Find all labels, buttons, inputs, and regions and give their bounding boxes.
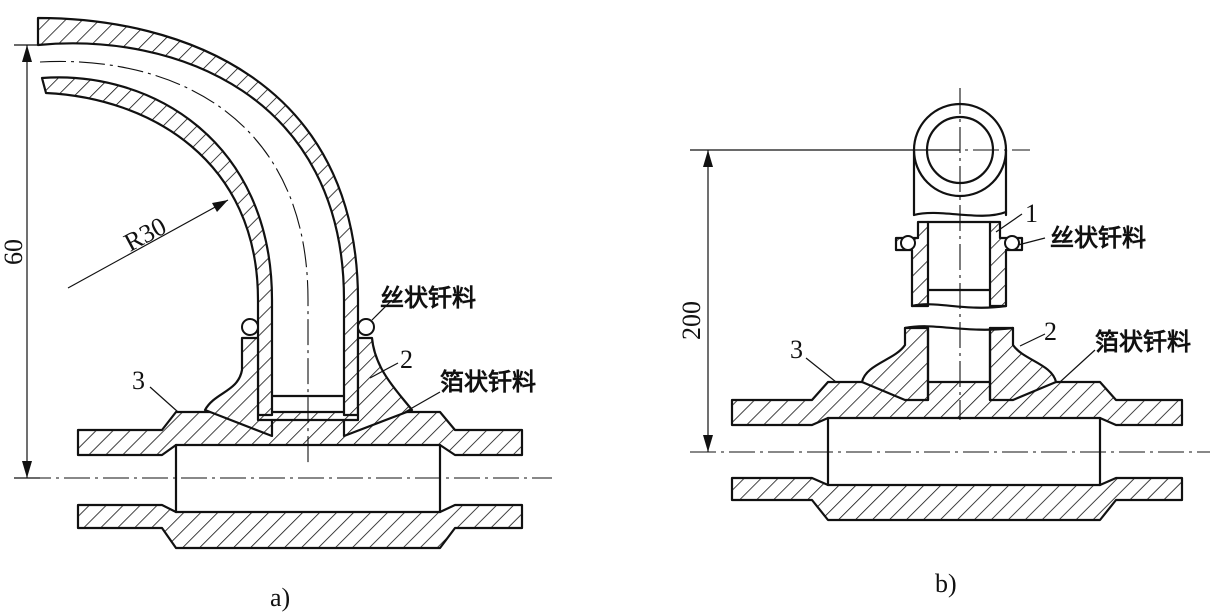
wire-filler-ring-right-a xyxy=(357,318,375,336)
radius-label: R30 xyxy=(119,211,171,257)
bent-tube-centerline xyxy=(39,60,309,465)
caption-a: a) xyxy=(270,583,290,612)
dim-arrow-bottom-a xyxy=(22,461,32,478)
wire-filler-ring-left-b xyxy=(900,235,916,251)
part-3-leader-a xyxy=(149,386,179,413)
foil-filler-leader-a xyxy=(404,391,441,413)
main-pipe-bottom-wall-b xyxy=(730,476,1184,522)
figure-a: 60 R30 丝状钎料 2 箔状钎料 3 a) xyxy=(0,16,552,612)
part-1-label-b: 1 xyxy=(1025,199,1038,228)
bent-tube-inner-wall xyxy=(40,76,274,417)
part-3-label-b: 3 xyxy=(790,335,803,364)
fitting-right-b xyxy=(988,326,1058,402)
dimension-60-label: 60 xyxy=(0,239,28,265)
part-2-leader-b xyxy=(1019,333,1046,347)
caption-b: b) xyxy=(935,569,957,598)
socket-left-b xyxy=(894,220,930,308)
wire-filler-ring-right-b xyxy=(1004,235,1020,251)
part-3-label-a: 3 xyxy=(132,366,145,395)
dim-arrow-top-b xyxy=(703,150,713,167)
top-tube-walls xyxy=(912,148,1008,217)
main-pipe-top-wall-a xyxy=(76,410,524,457)
bent-tube-outer-wall xyxy=(36,16,360,417)
foil-filler-label-b: 箔状钎料 xyxy=(1095,328,1191,356)
wire-filler-label-a: 丝状钎料 xyxy=(380,284,476,312)
main-pipe-bottom-wall-a xyxy=(76,503,524,550)
main-pipe-top-wall-b xyxy=(730,380,1184,427)
part-3-leader-b xyxy=(805,357,837,383)
socket-inner-b xyxy=(926,220,992,292)
dimension-200-label: 200 xyxy=(677,301,706,340)
fitting-right-a xyxy=(342,336,414,438)
wire-filler-leader-b xyxy=(1017,237,1046,246)
dim-arrow-bottom-b xyxy=(703,435,713,452)
wire-filler-ring-left-a xyxy=(241,318,259,336)
wire-filler-leader-a xyxy=(371,299,393,321)
fitting-left-b xyxy=(860,326,930,402)
socket-right-b xyxy=(988,220,1024,308)
radius-arrow xyxy=(212,200,228,212)
part-2-label-a: 2 xyxy=(400,345,413,374)
radius-leader xyxy=(67,199,229,289)
wire-filler-label-b: 丝状钎料 xyxy=(1050,224,1146,252)
foil-filler-leader-b xyxy=(1059,349,1096,383)
tube-stub-b xyxy=(926,326,992,402)
figure-b: 200 1 丝状钎料 2 箔状钎料 3 b) xyxy=(677,88,1210,598)
break-line-lower-2 xyxy=(903,325,1015,331)
part-2-leader-a xyxy=(369,362,399,379)
tube-socket-a xyxy=(270,394,346,422)
dim-arrow-top-a xyxy=(22,45,32,62)
part-2-label-b: 2 xyxy=(1044,317,1057,346)
fitting-left-a xyxy=(203,336,274,438)
part-1-leader-b xyxy=(995,213,1023,233)
break-line-lower xyxy=(910,303,1008,309)
foil-filler-label-a: 箔状钎料 xyxy=(440,368,536,396)
